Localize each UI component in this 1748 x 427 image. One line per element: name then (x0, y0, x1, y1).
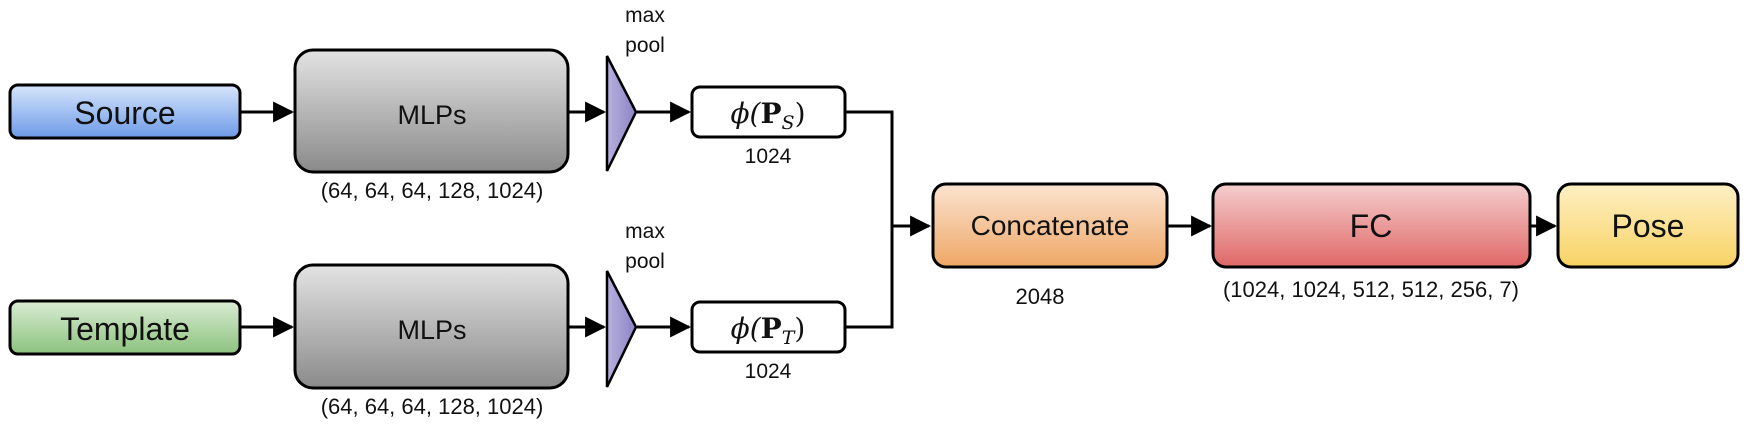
mlp-bottom-box: MLPs (293, 263, 570, 390)
concatenate-label: Concatenate (971, 210, 1130, 241)
feature-top-box: ϕ(PS) (690, 85, 847, 139)
concatenate-box: Concatenate (931, 182, 1169, 269)
concatenate-dim: 2048 (1016, 284, 1065, 309)
mlp-top-box: MLPs (293, 48, 570, 174)
mlp-top-caption: (64, 64, 64, 128, 1024) (321, 178, 544, 203)
maxpool-top-line1: max (625, 4, 665, 27)
fc-label: FC (1350, 208, 1393, 244)
mlp-bottom-label: MLPs (397, 315, 466, 345)
maxpool-bottom-shape (605, 270, 638, 388)
fc-box: FC (1211, 182, 1532, 269)
maxpool-bottom-line1: max (625, 220, 665, 243)
template-label: Template (60, 311, 190, 347)
pose-box: Pose (1556, 182, 1740, 269)
pose-label: Pose (1612, 208, 1685, 244)
maxpool-top-line2: pool (625, 34, 665, 57)
template-box: Template (8, 299, 242, 356)
feature-bottom-dim: 1024 (745, 360, 792, 383)
mlp-top-label: MLPs (397, 100, 466, 130)
merge-connector (846, 110, 894, 329)
fc-caption: (1024, 1024, 512, 512, 256, 7) (1223, 277, 1519, 302)
mlp-bottom-caption: (64, 64, 64, 128, 1024) (321, 394, 544, 419)
feature-top-expression: ϕ(PS) (730, 97, 805, 134)
feature-bottom-box: ϕ(PT) (690, 300, 847, 354)
maxpool-bottom-line2: pool (625, 250, 665, 273)
feature-top-dim: 1024 (745, 145, 792, 168)
source-label: Source (74, 95, 175, 131)
source-box: Source (8, 83, 242, 140)
maxpool-top-shape (605, 55, 638, 172)
feature-bottom-expression: ϕ(PT) (731, 312, 806, 349)
